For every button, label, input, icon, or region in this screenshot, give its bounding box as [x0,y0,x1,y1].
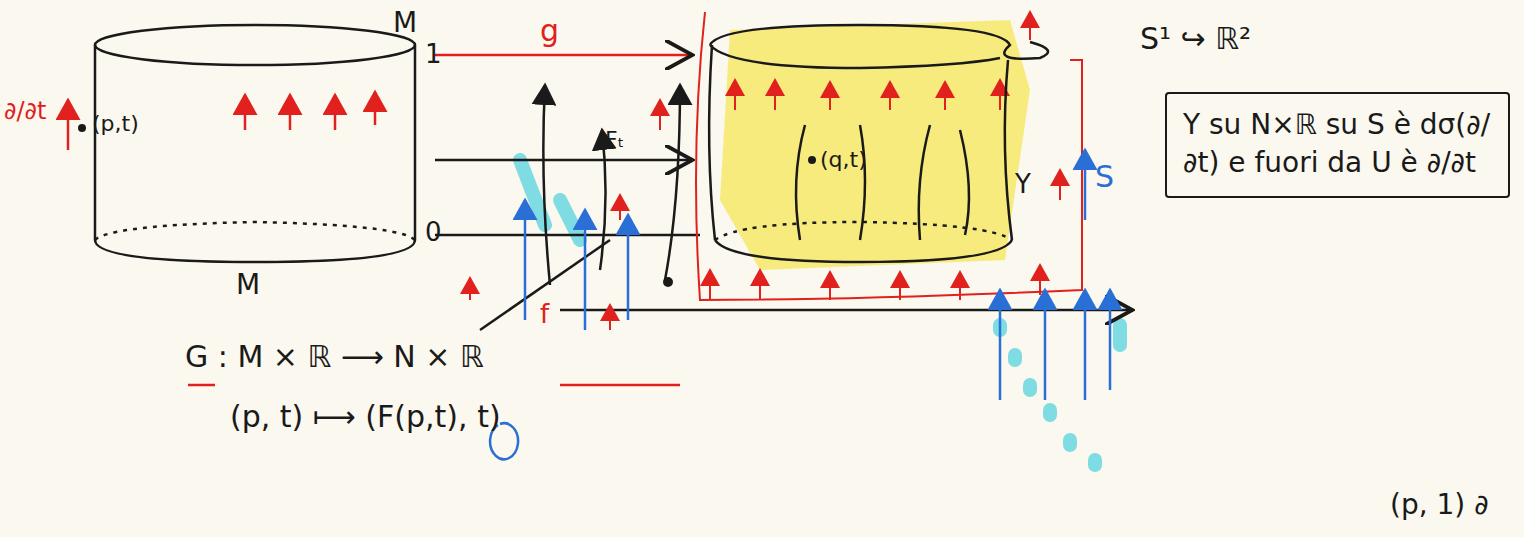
sketch-stroke [524,200,527,320]
yellow-highlight [720,20,1030,270]
sketch-stroke [1023,385,1037,390]
math-label: (p, 1) ∂ [1390,490,1489,521]
sketch-stroke [960,130,969,235]
sketch-stroke [435,159,690,162]
sketch-stroke [1063,440,1077,445]
sketch-stroke [999,290,1002,400]
left-cylinder [95,25,415,262]
sketch-stroke [709,45,715,240]
sketch-stroke [659,100,661,130]
math-label: Fₜ [605,128,624,152]
point [78,124,86,132]
sketch-stroke [1029,12,1031,40]
sketch-stroke [715,222,1012,240]
sketch-stroke [734,80,736,110]
sketch-stroke [720,20,1030,270]
region-outline [696,12,1082,300]
sketch-stroke [95,240,415,262]
sketch-stroke [1043,410,1057,415]
sketch-stroke [829,272,831,300]
sketch-stroke [289,95,292,130]
math-label: f [540,300,549,329]
sketch-stroke [469,278,471,300]
sketch-stroke [959,272,961,300]
sketch-stroke [710,25,1048,59]
vector-field [68,92,375,150]
math-label: g [540,14,559,47]
sketch-stroke [1084,150,1087,220]
math-label: 1 [425,40,442,69]
note-box: Y su N×ℝ su S è dσ(∂/∂t) e fuori da U è … [1165,92,1510,198]
sketch-stroke [414,45,417,240]
sketch-stroke [919,125,930,240]
sketch-stroke [944,82,946,110]
sketch-stroke [1113,325,1127,345]
math-label: (p,t) [92,112,139,136]
sketch-stroke [94,45,97,240]
sketch-stroke [1039,265,1041,295]
sketch-stroke [374,92,377,125]
note-text: Y su N×ℝ su S è dσ(∂/∂t) e fuori da U è … [1183,106,1492,182]
blue-arrows [525,150,1110,400]
sketch-stroke [774,80,776,110]
field-arrows [470,12,1060,330]
math-label: S [1095,160,1114,193]
math-label: (p, t) ⟼ (F(p,t), t) [230,400,501,433]
sketch-stroke [1084,290,1087,400]
sketch-stroke [715,240,1012,262]
sketch-stroke [435,234,700,237]
sketch-stroke [609,305,611,330]
sketch-stroke [627,215,630,320]
sketch-stroke [829,82,831,110]
sketch-stroke [1044,290,1047,400]
sketch-stroke [67,100,70,150]
sketch-stroke [889,82,891,110]
math-label: ∂/∂t [4,98,46,124]
sketch-stroke [619,195,621,220]
math-label: S¹ ↪ ℝ² [1140,22,1251,55]
math-label: (q,t) [820,148,867,172]
sketch-stroke [999,80,1001,110]
sketch-stroke [584,210,587,330]
sketch-stroke [1109,290,1112,390]
sketch-stroke [1088,460,1102,465]
sketch-stroke [759,270,761,300]
sketch-stroke [560,384,680,387]
math-label: G : M × ℝ ⟶ N × ℝ [185,340,484,373]
sketch-stroke [480,240,610,330]
sketch-stroke [435,54,690,57]
point [808,156,816,164]
sketch-stroke [600,130,606,270]
sketch-stroke [543,85,550,285]
sketch-stroke [709,270,711,300]
sketch-stroke [710,45,1000,68]
point [663,277,673,287]
sketch-stroke [665,85,680,280]
sketch-stroke [334,95,337,130]
image-cylinder [709,25,1048,262]
math-label: Y [1015,170,1031,199]
sketch-stroke [244,95,247,130]
underline-marks [188,385,680,459]
sketch-stroke [95,25,415,65]
sketch-stroke [188,384,215,387]
math-label: M [393,8,417,39]
math-label: 0 [425,218,442,247]
cyan-highlight [520,160,1120,465]
sketch-stroke [1059,170,1061,200]
math-label: M [236,270,260,301]
sketch-stroke [95,222,415,240]
sketch-stroke [1008,355,1022,360]
map-arrows [435,55,1130,330]
sketch-stroke [1005,60,1012,240]
